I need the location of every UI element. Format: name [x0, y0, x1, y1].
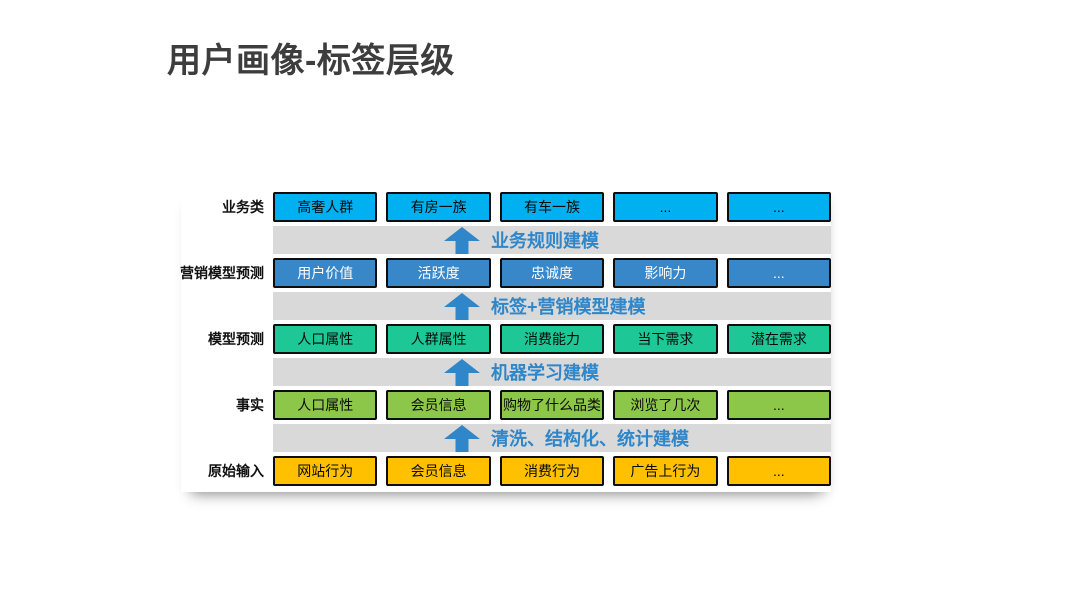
tag-box: 有车一族 — [499, 192, 605, 222]
up-arrow-icon — [443, 358, 481, 386]
tag-box: 人群属性 — [386, 324, 491, 354]
band-spacer — [181, 226, 273, 254]
tag-hierarchy-diagram: 业务类 高奢人群 有房一族 有车一族 ... ... 业务规则建模 营销模型预测… — [180, 184, 832, 492]
tier-boxes-raw-input: 网站行为 会员信息 消费行为 广告上行为 ... — [273, 456, 832, 486]
tag-box: 人口属性 — [273, 324, 378, 354]
tag-box: ... — [726, 456, 832, 486]
tag-box: 消费行为 — [499, 456, 605, 486]
tag-box: 影响力 — [613, 258, 718, 288]
tag-box: ... — [726, 258, 832, 288]
arrow-band-row: 清洗、结构化、统计建模 — [181, 424, 831, 452]
arrow-band: 机器学习建模 — [273, 358, 831, 386]
tag-box: 会员信息 — [386, 390, 491, 420]
tag-box: 忠诚度 — [499, 258, 605, 288]
tag-box: ... — [726, 390, 832, 420]
band-caption: 标签+营销模型建模 — [491, 297, 646, 317]
tier-row-marketing-model: 营销模型预测 用户价值 活跃度 忠诚度 影响力 ... — [180, 258, 832, 288]
tag-box: 用户价值 — [273, 258, 378, 288]
band-spacer — [181, 358, 273, 386]
tag-box: 当下需求 — [613, 324, 718, 354]
tier-label-model-prediction: 模型预测 — [208, 331, 264, 347]
tag-box: 会员信息 — [386, 456, 491, 486]
tier-label-raw-input: 原始输入 — [208, 463, 264, 479]
up-arrow-icon — [443, 292, 481, 320]
tag-box: 人口属性 — [273, 390, 378, 420]
tier-row-fact: 事实 人口属性 会员信息 购物了什么品类 浏览了几次 ... — [181, 390, 832, 420]
tier-row-raw-input: 原始输入 网站行为 会员信息 消费行为 广告上行为 ... — [181, 456, 832, 486]
up-arrow-icon — [443, 424, 481, 452]
tier-label-business: 业务类 — [222, 199, 264, 215]
tag-box: 潜在需求 — [726, 324, 832, 354]
tag-box: ... — [613, 192, 718, 222]
band-caption: 业务规则建模 — [491, 231, 599, 251]
page-title: 用户画像-标签层级 — [167, 42, 455, 80]
arrow-band: 清洗、结构化、统计建模 — [273, 424, 831, 452]
tag-box: 广告上行为 — [613, 456, 718, 486]
arrow-band-row: 标签+营销模型建模 — [181, 292, 831, 320]
tag-box: ... — [726, 192, 832, 222]
arrow-band-row: 业务规则建模 — [181, 226, 831, 254]
tag-box: 消费能力 — [499, 324, 605, 354]
band-caption: 机器学习建模 — [491, 363, 599, 383]
arrow-band-row: 机器学习建模 — [181, 358, 831, 386]
band-spacer — [181, 424, 273, 452]
tier-row-business: 业务类 高奢人群 有房一族 有车一族 ... ... — [181, 192, 832, 222]
tier-row-model-prediction: 模型预测 人口属性 人群属性 消费能力 当下需求 潜在需求 — [181, 324, 832, 354]
tag-box: 高奢人群 — [273, 192, 378, 222]
tier-label-marketing-model: 营销模型预测 — [180, 265, 264, 281]
band-caption: 清洗、结构化、统计建模 — [491, 429, 689, 449]
tier-label-fact: 事实 — [236, 397, 264, 413]
tag-box: 活跃度 — [386, 258, 491, 288]
arrow-band: 业务规则建模 — [273, 226, 831, 254]
tier-boxes-marketing-model: 用户价值 活跃度 忠诚度 影响力 ... — [273, 258, 832, 288]
tag-box: 有房一族 — [386, 192, 491, 222]
tag-box: 网站行为 — [273, 456, 378, 486]
tier-boxes-business: 高奢人群 有房一族 有车一族 ... ... — [273, 192, 832, 222]
tier-boxes-fact: 人口属性 会员信息 购物了什么品类 浏览了几次 ... — [273, 390, 832, 420]
tier-boxes-model-prediction: 人口属性 人群属性 消费能力 当下需求 潜在需求 — [273, 324, 832, 354]
band-spacer — [181, 292, 273, 320]
up-arrow-icon — [443, 226, 481, 254]
tag-box: 浏览了几次 — [613, 390, 718, 420]
tag-box: 购物了什么品类 — [499, 390, 605, 420]
arrow-band: 标签+营销模型建模 — [273, 292, 831, 320]
